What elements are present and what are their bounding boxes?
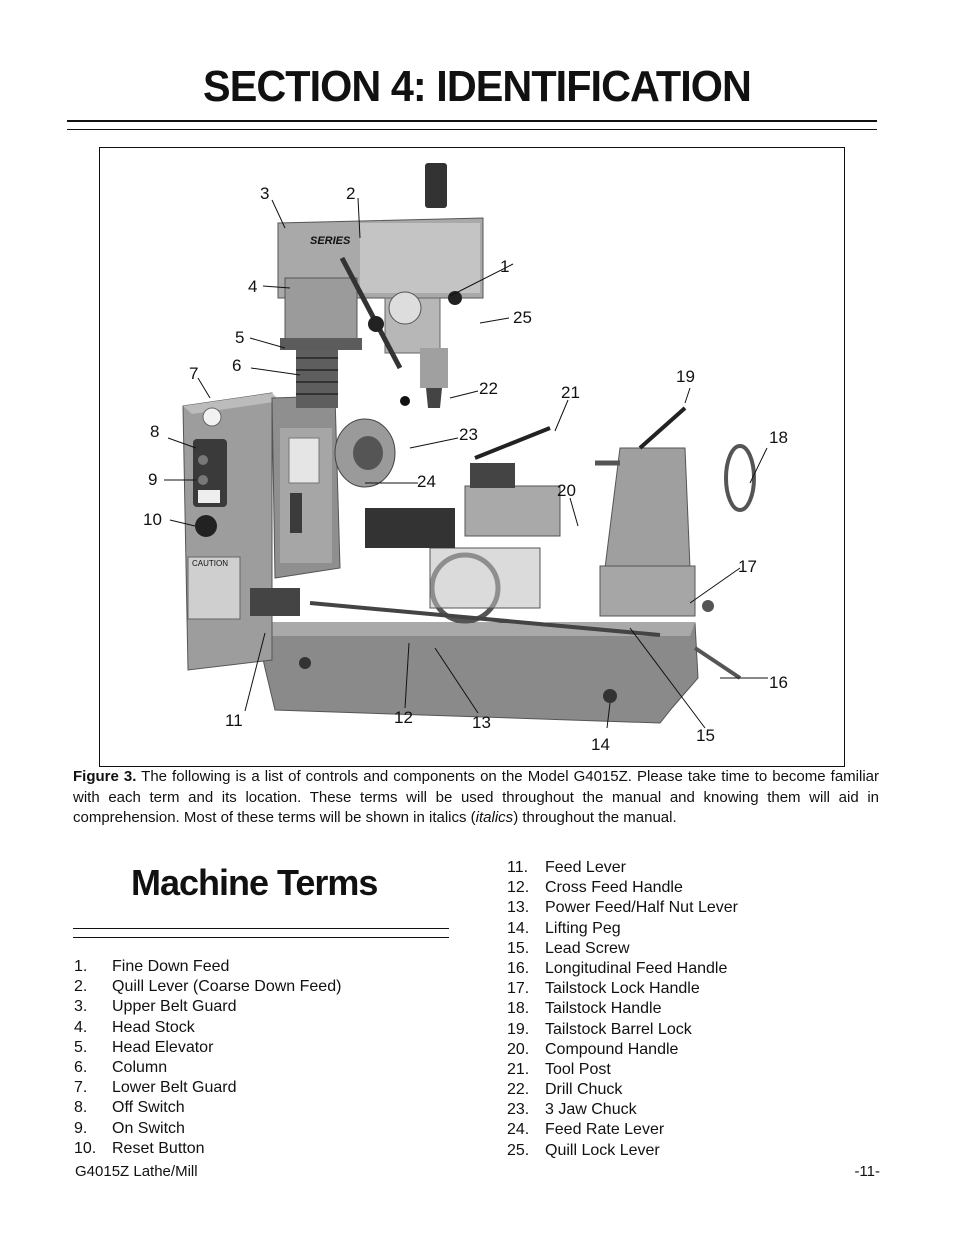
caution-label: CAUTION [192, 559, 228, 568]
list-item: 9.On Switch [74, 1119, 185, 1137]
footer-page-number: -11- [854, 1163, 880, 1180]
title-rule-thin [67, 129, 877, 130]
lead-screw [250, 588, 661, 637]
list-item: 18.Tailstock Handle [507, 1000, 662, 1018]
callout-18: 18 [769, 428, 788, 447]
list-item: 4.Head Stock [74, 1018, 195, 1036]
callout-9: 9 [148, 470, 157, 489]
carriage-compound [365, 426, 561, 624]
lower-belt-guard-cabinet: CAUTION [182, 392, 280, 671]
callout-13: 13 [472, 713, 491, 732]
list-item: 3.Upper Belt Guard [74, 998, 237, 1016]
callout-8: 8 [150, 422, 159, 441]
terms-rule-1 [73, 928, 449, 929]
callout-numbers: 1 2 3 4 5 6 7 8 9 10 11 12 13 14 15 16 1… [143, 184, 788, 754]
list-item: 17.Tailstock Lock Handle [507, 980, 700, 998]
caption-italic-word: italics [475, 809, 514, 826]
section-title: SECTION 4: IDENTIFICATION [203, 62, 752, 111]
headstock-housing [271, 395, 341, 579]
list-item: 7.Lower Belt Guard [74, 1079, 237, 1097]
callout-15: 15 [696, 726, 715, 745]
tailstock [595, 406, 756, 680]
machine-base [254, 622, 699, 724]
series-badge: SERIES [310, 235, 351, 247]
callout-10: 10 [143, 510, 162, 529]
callout-7: 7 [189, 364, 198, 383]
callout-2: 2 [346, 184, 355, 203]
callout-6: 6 [232, 356, 241, 375]
list-item: 25.Quill Lock Lever [507, 1141, 660, 1159]
callout-24: 24 [417, 472, 436, 491]
machine-figure: CAUTION SERIES [99, 147, 845, 767]
machine-illustration: CAUTION SERIES [143, 163, 788, 754]
callout-22: 22 [479, 379, 498, 398]
callout-4: 4 [248, 277, 257, 296]
list-item: 2.Quill Lever (Coarse Down Feed) [74, 978, 342, 996]
list-item: 15.Lead Screw [507, 939, 630, 957]
list-item: 6.Column [74, 1058, 168, 1076]
list-item: 1.Fine Down Feed [74, 958, 230, 975]
list-item: 20.Compound Handle [507, 1040, 679, 1058]
list-item: 12.Cross Feed Handle [507, 879, 683, 897]
callout-16: 16 [769, 673, 788, 692]
figure-label: Figure 3. [73, 768, 137, 785]
terms-list-right: 11.Feed Lever 12.Cross Feed Handle 13.Po… [507, 858, 887, 1161]
list-item: 10.Reset Button [74, 1139, 205, 1157]
list-item: 23.3 Jaw Chuck [507, 1101, 637, 1119]
callout-14: 14 [591, 735, 610, 754]
list-item: 24.Feed Rate Lever [507, 1121, 665, 1139]
list-item: 13.Power Feed/Half Nut Lever [507, 899, 738, 917]
list-item: 19.Tailstock Barrel Lock [507, 1020, 692, 1038]
mill-head: SERIES [277, 163, 484, 408]
list-item: 5.Head Elevator [74, 1038, 214, 1056]
callout-12: 12 [394, 708, 413, 727]
callout-20: 20 [557, 481, 576, 500]
list-item: 22.Drill Chuck [507, 1081, 623, 1099]
list-item: 11.Feed Lever [507, 859, 626, 876]
callout-17: 17 [738, 557, 757, 576]
terms-list-left: 1.Fine Down Feed 2.Quill Lever (Coarse D… [74, 957, 454, 1159]
callout-3: 3 [260, 184, 269, 203]
callout-25: 25 [513, 308, 532, 327]
footer-model: G4015Z Lathe/Mill [75, 1163, 198, 1180]
caption-text-1: The following is a list of controls and … [73, 768, 879, 826]
list-item: 16.Longitudinal Feed Handle [507, 959, 728, 977]
list-item: 21.Tool Post [507, 1060, 611, 1078]
list-item: 8.Off Switch [74, 1099, 185, 1117]
callout-11: 11 [225, 711, 243, 730]
callout-19: 19 [676, 367, 695, 386]
callout-21: 21 [561, 383, 580, 402]
callout-5: 5 [235, 328, 244, 347]
caption-text-2: ) throughout the manual. [513, 809, 677, 826]
terms-rule-2 [73, 937, 449, 938]
callout-1: 1 [500, 257, 509, 276]
list-item: 14.Lifting Peg [507, 919, 621, 937]
title-rule-thick [67, 120, 877, 122]
figure-caption: Figure 3. The following is a list of con… [73, 767, 879, 829]
leader-lines [164, 197, 768, 729]
machine-terms-heading: Machine Terms [131, 862, 378, 903]
column [296, 348, 338, 408]
three-jaw-chuck [334, 418, 396, 488]
callout-23: 23 [459, 425, 478, 444]
